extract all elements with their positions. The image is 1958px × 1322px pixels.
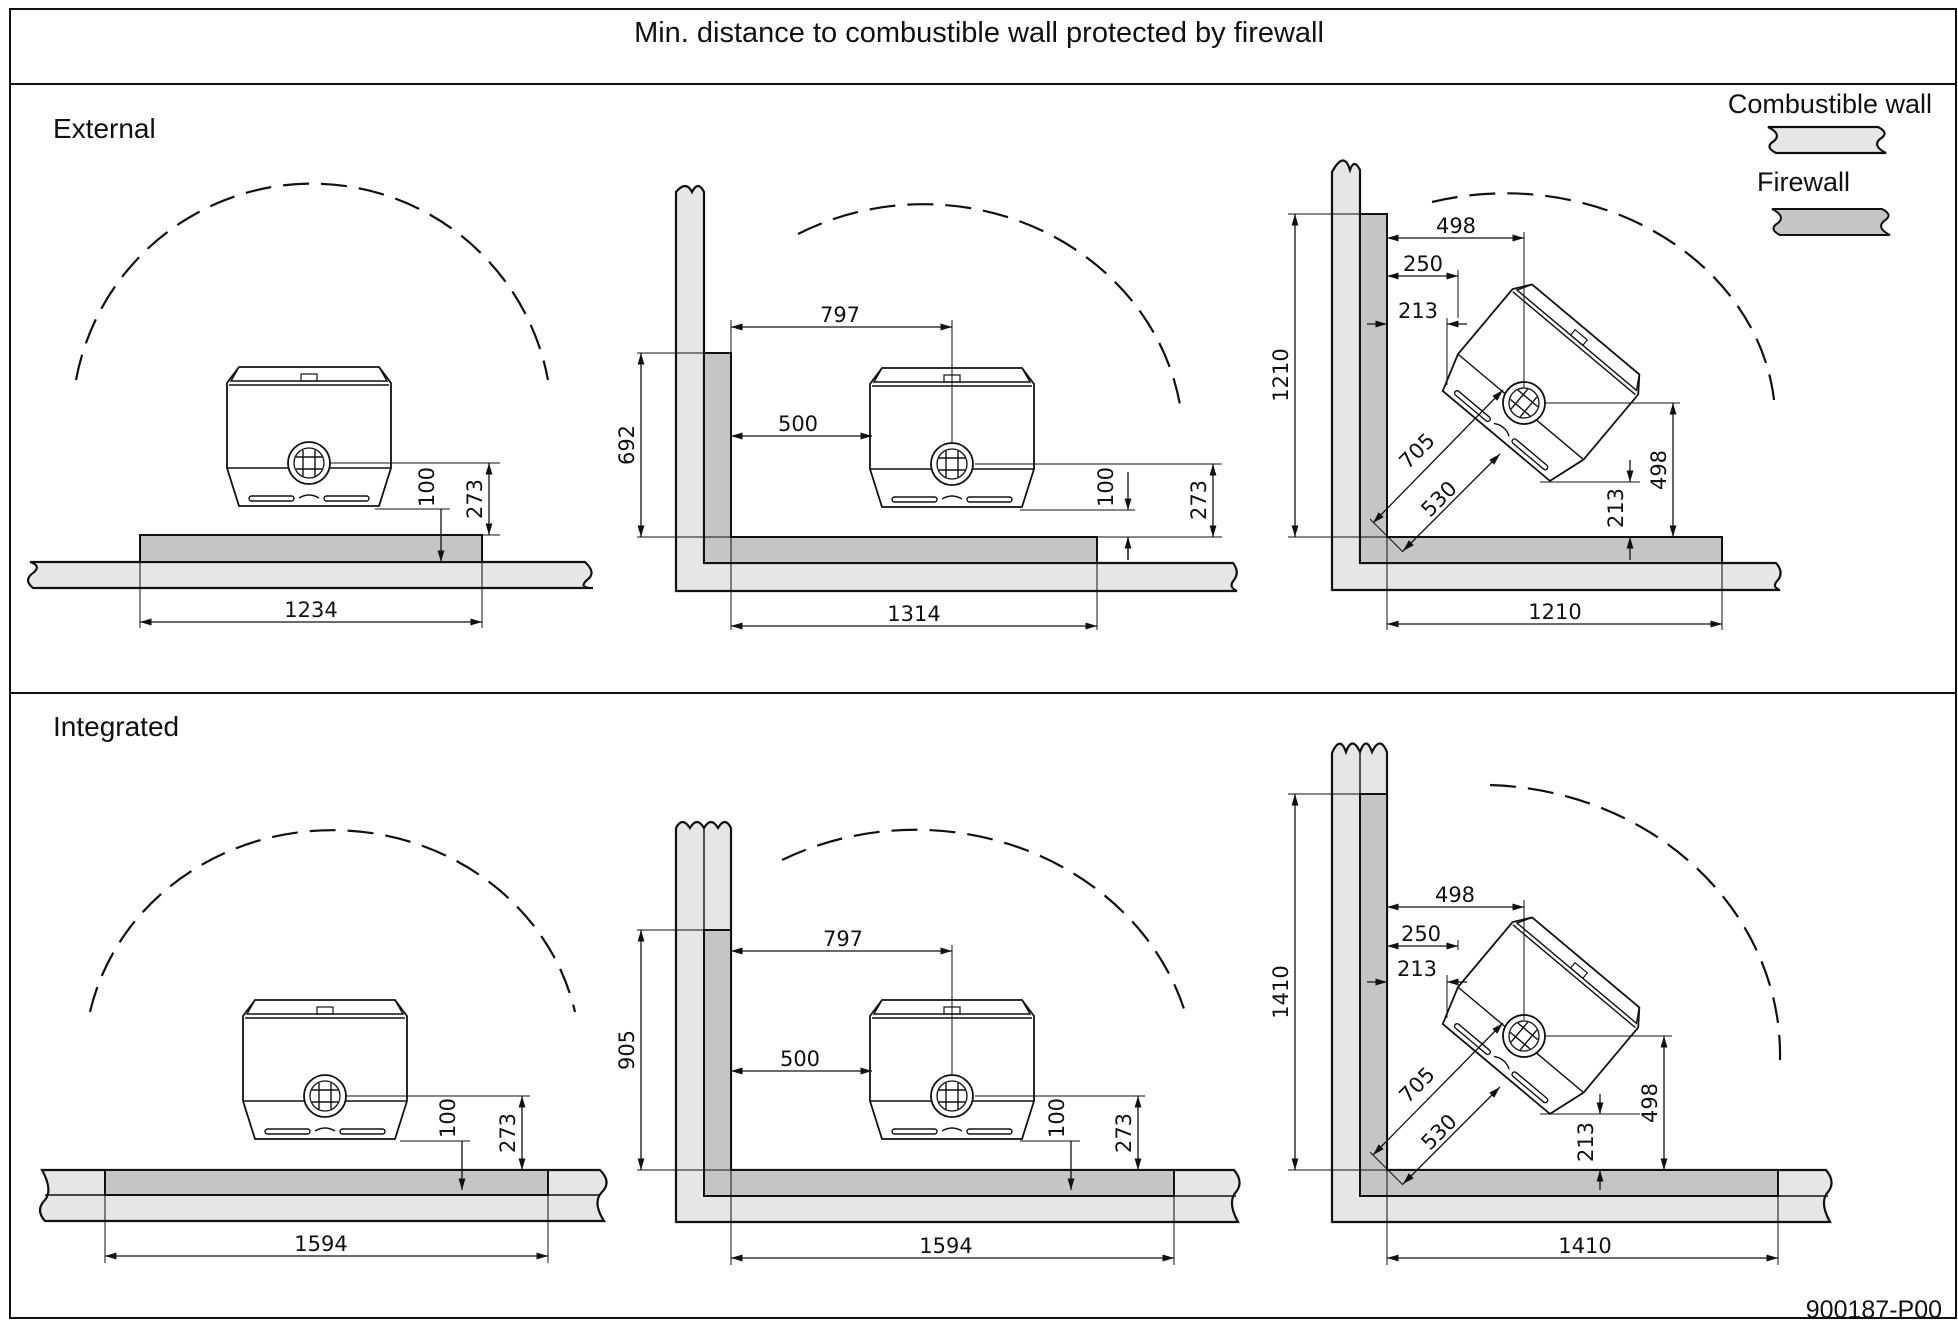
clearance-arc xyxy=(74,182,550,381)
dim-273: 273 xyxy=(496,1113,520,1153)
stove xyxy=(1432,908,1650,1123)
stove xyxy=(1432,275,1650,490)
firewall xyxy=(1359,213,1723,564)
clearance-arc xyxy=(1489,783,1782,1061)
dim-498-top: 498 xyxy=(1435,883,1475,907)
dim-500: 500 xyxy=(780,1047,820,1071)
dim-width: 1314 xyxy=(887,602,940,626)
legend: Combustible wall Firewall xyxy=(1728,89,1932,236)
dim-100: 100 xyxy=(1045,1098,1069,1138)
external-corner-drawing: 692 797 500 100 273 1314 xyxy=(615,184,1238,630)
dim-273: 273 xyxy=(1187,480,1211,520)
dim-530: 530 xyxy=(1416,1109,1461,1154)
dim-250: 250 xyxy=(1403,252,1443,276)
clearance-arc xyxy=(781,828,1187,1013)
dim-width: 1410 xyxy=(1558,1234,1611,1258)
dim-530: 530 xyxy=(1416,476,1461,521)
dim-height: 905 xyxy=(615,1030,639,1070)
dim-498-right: 498 xyxy=(1647,450,1671,490)
dim-213-bottom: 213 xyxy=(1574,1122,1598,1162)
dim-213-bottom: 213 xyxy=(1604,488,1628,528)
dim-500: 500 xyxy=(778,412,818,436)
dim-705: 705 xyxy=(1394,428,1439,473)
integrated-corner-drawing: 905 797 500 100 273 1594 xyxy=(615,820,1241,1265)
dim-273: 273 xyxy=(1112,1113,1136,1153)
legend-firewall-swatch xyxy=(1771,208,1891,236)
drawing-code: 900187-P00 xyxy=(1806,1296,1942,1322)
dim-100: 100 xyxy=(436,1098,460,1138)
external-diagonal-corner-drawing: 1210 498 250 213 705 530 213 498 1210 xyxy=(1269,159,1782,630)
dim-498-right: 498 xyxy=(1638,1083,1662,1123)
firewall xyxy=(104,1169,549,1196)
integrated-straight-wall-drawing: 1594 100 273 xyxy=(38,829,608,1263)
external-straight-wall-drawing: 1234 100 273 xyxy=(26,182,594,628)
dim-width: 1594 xyxy=(919,1234,972,1258)
dim-100: 100 xyxy=(1094,467,1118,507)
stove xyxy=(242,999,408,1140)
frame xyxy=(9,8,1957,1319)
section-label-integrated: Integrated xyxy=(53,711,179,742)
dim-498-top: 498 xyxy=(1436,214,1476,238)
integrated-diagonal-corner-drawing: 1410 498 250 213 705 530 213 498 1410 xyxy=(1269,742,1833,1265)
dim-705: 705 xyxy=(1394,1062,1439,1107)
dim-height: 692 xyxy=(615,425,639,465)
dim-width: 1594 xyxy=(294,1232,347,1256)
dim-273: 273 xyxy=(463,479,487,519)
dim-797: 797 xyxy=(820,303,860,327)
page-title: Min. distance to combustible wall protec… xyxy=(634,17,1324,49)
dim-213-top: 213 xyxy=(1398,299,1438,323)
stove xyxy=(226,366,392,507)
dim-213-top: 213 xyxy=(1397,957,1437,981)
dim-height: 1410 xyxy=(1269,965,1293,1018)
combustible-wall xyxy=(1330,159,1782,592)
clearance-arc xyxy=(1431,192,1777,411)
dim-797: 797 xyxy=(823,927,863,951)
combustible-wall xyxy=(674,184,1238,593)
dim-250: 250 xyxy=(1401,922,1441,946)
clearance-arc xyxy=(88,829,577,1013)
dim-height: 1210 xyxy=(1269,348,1293,401)
legend-combustible-wall-label: Combustible wall xyxy=(1728,89,1932,119)
legend-combustible-wall-swatch xyxy=(1766,125,1888,155)
dim-100: 100 xyxy=(415,467,439,507)
section-label-external: External xyxy=(53,113,156,144)
firewall xyxy=(139,534,483,563)
dim-width: 1234 xyxy=(284,598,337,622)
clearance-arc xyxy=(797,203,1182,406)
dim-width: 1210 xyxy=(1528,600,1581,624)
legend-firewall-label: Firewall xyxy=(1757,167,1850,197)
combustible-wall xyxy=(26,560,594,590)
